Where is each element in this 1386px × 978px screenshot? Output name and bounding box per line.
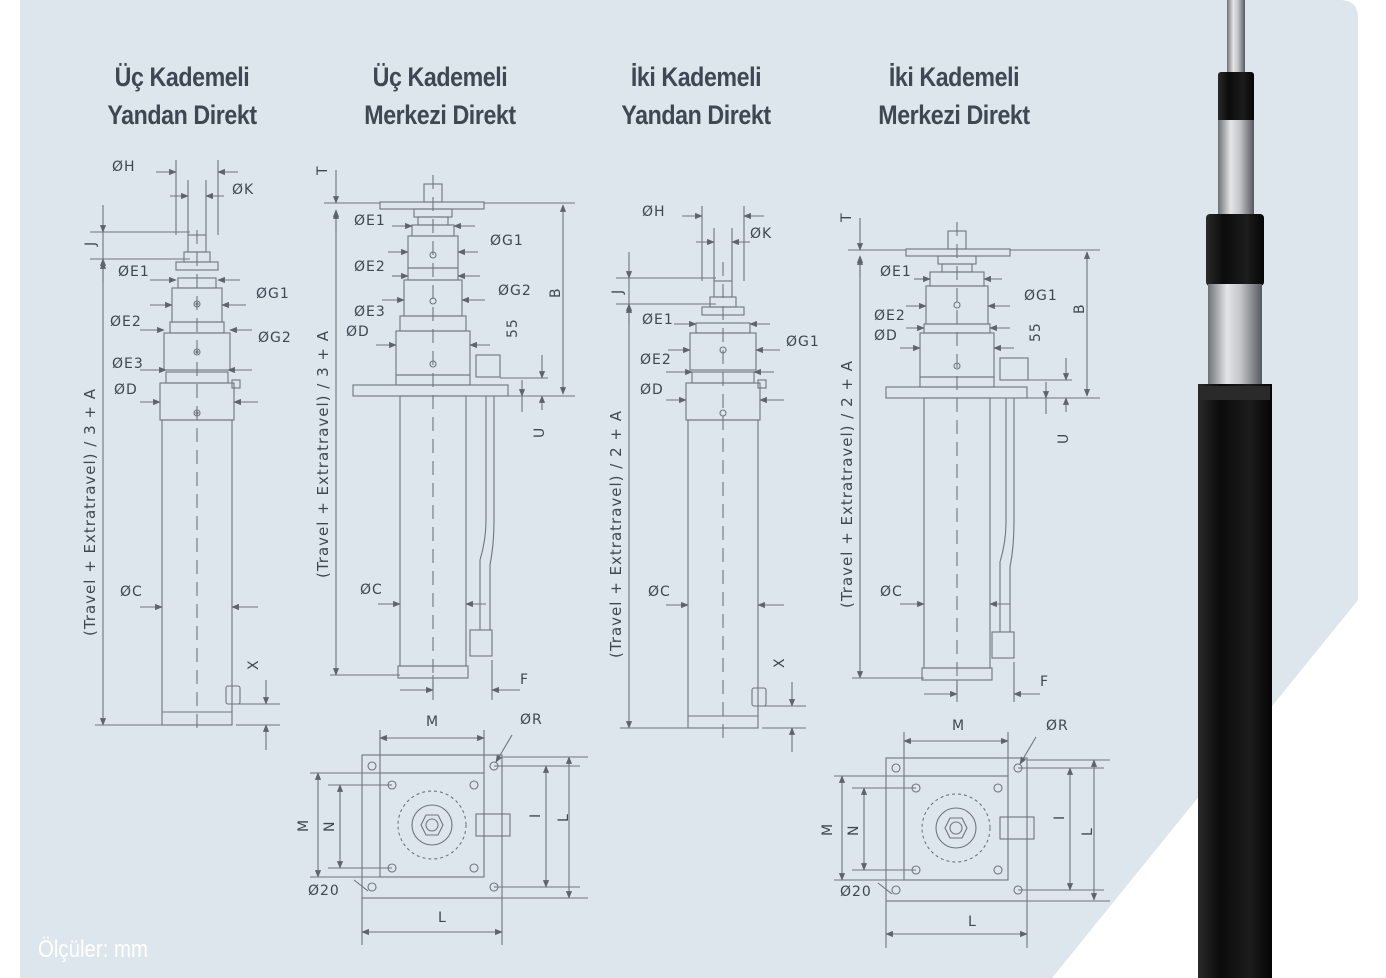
title-line2: Merkezi Direkt bbox=[364, 100, 516, 130]
label-r-4: ØR bbox=[1046, 718, 1069, 734]
title-line1: İki Kademeli bbox=[888, 62, 1020, 92]
background-panel bbox=[20, 0, 1358, 978]
label-e3-2: ØE3 bbox=[354, 304, 386, 320]
label-e1-4: ØE1 bbox=[880, 264, 912, 280]
drawing-three-stage-side bbox=[90, 160, 280, 750]
label-g1-2: ØG1 bbox=[490, 233, 524, 249]
label-u-2: U bbox=[532, 427, 548, 438]
label-j-3: J bbox=[610, 289, 626, 295]
label-k-3: ØK bbox=[750, 226, 772, 242]
label-c-2: ØC bbox=[360, 582, 383, 598]
label-m2-2: M bbox=[296, 819, 312, 832]
label-n-2: N bbox=[322, 821, 338, 832]
title-two-stage-center: İki Kademeli Merkezi Direkt bbox=[868, 58, 1040, 134]
title-three-stage-side: Üç Kademeli Yandan Direkt bbox=[96, 58, 268, 134]
title-line2: Yandan Direkt bbox=[107, 100, 257, 130]
label-m-4: M bbox=[952, 718, 965, 734]
label-h-3: ØH bbox=[642, 204, 666, 220]
drawing-three-stage-center bbox=[310, 170, 588, 945]
label-20-4: Ø20 bbox=[840, 884, 872, 900]
label-55-2: 55 bbox=[505, 318, 521, 338]
label-l-4: L bbox=[1080, 827, 1096, 836]
label-c-1: ØC bbox=[120, 584, 143, 600]
label-x-3: X bbox=[772, 657, 788, 668]
label-d-3: ØD bbox=[640, 382, 664, 398]
label-55-4: 55 bbox=[1028, 322, 1044, 342]
label-c-3: ØC bbox=[648, 584, 671, 600]
label-i-2: I bbox=[528, 813, 544, 818]
label-r-2: ØR bbox=[520, 712, 543, 728]
label-d-1: ØD bbox=[114, 382, 138, 398]
label-d-2: ØD bbox=[346, 324, 370, 340]
label-m2-4: M bbox=[820, 823, 836, 836]
label-g2-2: ØG2 bbox=[498, 283, 532, 299]
label-d-4: ØD bbox=[874, 328, 898, 344]
title-line1: İki Kademeli bbox=[630, 62, 762, 92]
title-line1: Üç Kademeli bbox=[372, 62, 508, 92]
label-n-4: N bbox=[846, 825, 862, 836]
title-three-stage-center: Üç Kademeli Merkezi Direkt bbox=[354, 58, 526, 134]
label-travel-4: (Travel + Extratravel) / 2 + A bbox=[838, 360, 856, 608]
label-travel-1: (Travel + Extratravel) / 3 + A bbox=[81, 388, 99, 636]
label-j-1: J bbox=[83, 241, 99, 247]
units-note: Ölçüler: mm bbox=[38, 936, 148, 963]
label-b-2: B bbox=[548, 287, 564, 298]
label-c-4: ØC bbox=[880, 584, 903, 600]
label-k-1: ØK bbox=[232, 182, 254, 198]
label-e1-1: ØE1 bbox=[118, 264, 150, 280]
label-e1-2: ØE1 bbox=[354, 213, 386, 229]
label-g1-3: ØG1 bbox=[786, 334, 820, 350]
label-b-4: B bbox=[1072, 303, 1088, 314]
label-m-2: M bbox=[426, 714, 439, 730]
title-line2: Merkezi Direkt bbox=[878, 100, 1030, 130]
telescopic-mast-image bbox=[1198, 0, 1272, 978]
label-lb-2: L bbox=[438, 910, 447, 926]
label-i-4: I bbox=[1052, 815, 1068, 820]
label-g2-1: ØG2 bbox=[258, 330, 292, 346]
label-travel-3: (Travel + Extratravel) / 2 + A bbox=[607, 410, 625, 658]
label-e2-3: ØE2 bbox=[640, 352, 672, 368]
label-e2-4: ØE2 bbox=[874, 308, 906, 324]
label-e2-1: ØE2 bbox=[110, 314, 142, 330]
label-lb-4: L bbox=[968, 914, 977, 930]
label-x-1: X bbox=[246, 659, 262, 670]
drawing-two-stage-center bbox=[834, 218, 1110, 948]
label-g1-4: ØG1 bbox=[1024, 288, 1058, 304]
title-line1: Üç Kademeli bbox=[114, 62, 250, 92]
label-f-2: F bbox=[520, 672, 529, 688]
label-l-2: L bbox=[556, 813, 572, 822]
label-e3-1: ØE3 bbox=[112, 356, 144, 372]
label-20-2: Ø20 bbox=[308, 883, 340, 899]
title-line2: Yandan Direkt bbox=[621, 100, 771, 130]
label-h-1: ØH bbox=[112, 159, 136, 175]
dimension-labels: ØH ØK J ØE1 ØG1 ØE2 ØG2 ØE3 ØD ØC X (Tra… bbox=[81, 159, 1096, 930]
label-f-4: F bbox=[1040, 674, 1049, 690]
label-e1-3: ØE1 bbox=[642, 312, 674, 328]
label-t-2: T bbox=[315, 165, 331, 176]
label-t-4: T bbox=[839, 212, 855, 223]
label-travel-2: (Travel + Extratravel) / 3 + A bbox=[314, 330, 332, 578]
label-u-4: U bbox=[1056, 433, 1072, 444]
label-g1-1: ØG1 bbox=[256, 286, 290, 302]
label-e2-2: ØE2 bbox=[354, 259, 386, 275]
title-two-stage-side: İki Kademeli Yandan Direkt bbox=[610, 58, 782, 134]
drawing-two-stage-side bbox=[616, 206, 806, 752]
